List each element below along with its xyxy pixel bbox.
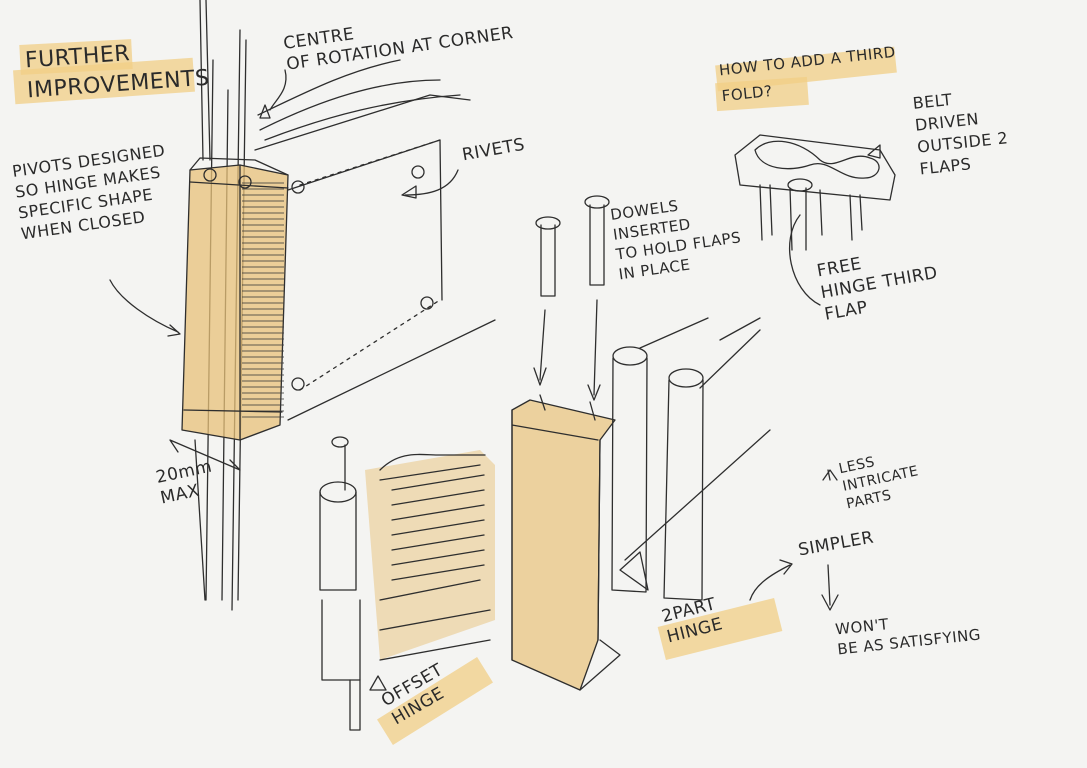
right-arrows	[749, 469, 839, 611]
two-part-cylinders	[611, 317, 771, 601]
belt-mechanism	[734, 134, 896, 306]
annotation-arrows	[109, 69, 459, 471]
offset-hinge-sketch	[319, 436, 495, 731]
note-belt: BELT DRIVEN OUTSIDE 2 FLAPS	[911, 89, 1009, 179]
sketch-title: FURTHER IMPROVEMENTS	[24, 41, 211, 104]
dowels	[533, 195, 610, 401]
hinge-post	[511, 394, 621, 691]
hinge-block	[181, 59, 496, 441]
